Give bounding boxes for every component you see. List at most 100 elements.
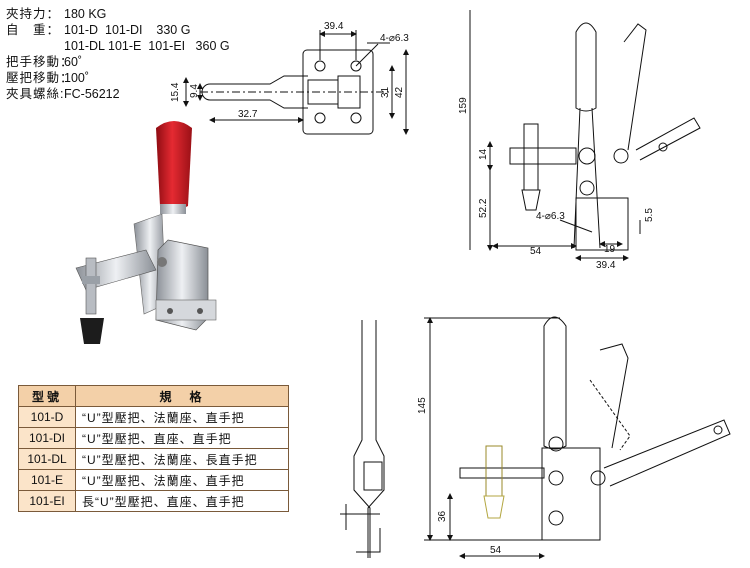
dim-label-holes: 4-⌀6.3: [536, 211, 565, 222]
base-outline: [541, 447, 601, 541]
handle-outline: [575, 22, 597, 112]
handle-outline: [543, 316, 567, 450]
dim-label-42: 42: [394, 86, 405, 98]
tip-outline: [521, 189, 541, 211]
spindle-nut: [82, 276, 100, 284]
flange-base: [155, 299, 217, 321]
model-cell: 101-E: [18, 469, 76, 491]
mount-hole: [197, 308, 203, 314]
spec-value: 101-D 101-DI 330 G: [64, 23, 191, 37]
dim-label-19: 19: [604, 244, 616, 255]
spindle-outline: [523, 123, 539, 191]
model-table: 型號 規 格 101-D“U”型壓把、法蘭座、直手把 101-DI“U”型壓把、…: [18, 385, 289, 512]
dim-label-32-7: 32.7: [238, 109, 258, 120]
dim-label-54: 54: [530, 246, 542, 257]
spec-row: 夾具螺絲:FC-56212: [6, 86, 230, 102]
handle-open-outline: [599, 343, 629, 449]
mount-hole: [167, 308, 173, 314]
handle-collar: [160, 204, 186, 214]
spec-key: 夾持力：: [6, 7, 61, 21]
spec-row: 自 重：101-D 101-DI 330 G: [6, 22, 230, 38]
pivot-circle: [613, 148, 629, 164]
spec-key: 夾具螺絲:: [6, 87, 65, 101]
dim-label-14: 14: [478, 148, 489, 160]
side-view-drawing: [469, 10, 701, 261]
clamp-photo: [75, 121, 217, 344]
top-view-drawing: [183, 30, 409, 135]
rubber-tip: [80, 318, 104, 344]
handle-lever: [573, 107, 601, 249]
table-header-row: 型號 規 格: [18, 385, 289, 407]
dim-label-36: 36: [437, 510, 448, 522]
leader-line: [355, 43, 379, 67]
table-row: 101-DI“U”型壓把、直座、直手把: [18, 427, 289, 449]
handle-open-outline: [603, 419, 731, 487]
dim-label-width: 39.4: [324, 21, 344, 32]
pivot-circle: [548, 510, 564, 526]
pivot-circle: [548, 470, 564, 486]
pivot-circle: [548, 436, 564, 452]
pivot-pin: [157, 257, 167, 267]
spec-cell: “U”型壓把、法蘭座、直手把: [75, 469, 289, 491]
dim-label-15-4: 15.4: [170, 82, 181, 102]
mount-hole: [314, 112, 326, 124]
pivot-circle: [578, 147, 596, 165]
mount-hole: [350, 112, 362, 124]
spec-value: 60˚: [64, 55, 83, 69]
tip-outline: [483, 495, 505, 519]
arm-outline: [509, 147, 577, 165]
arm-outline: [459, 467, 545, 479]
spec-cell: “U”型壓把、直座、直手把: [75, 427, 289, 449]
mount-hole: [314, 60, 326, 72]
side-view-labels: 159 14 52.2 4-⌀6.3 5.5 54 19 39.4: [458, 97, 655, 271]
pivot-circle: [713, 425, 723, 435]
model-cell: 101-DI: [18, 427, 76, 449]
dim-label-145: 145: [417, 397, 428, 414]
spec-value: 180 KG: [64, 7, 107, 21]
spec-cell: “U”型壓把、法蘭座、直手把: [75, 406, 289, 428]
model-cell: 101-EI: [18, 490, 76, 512]
spec-key: 自 重：: [6, 23, 61, 37]
model-cell: 101-D: [18, 406, 76, 428]
spec-cell: 長“U”型壓把、直座、直手把: [75, 490, 289, 512]
spec-row: 101-DL 101-E 101-EI 360 G: [6, 38, 230, 54]
spec-key: 把手移動：: [6, 55, 74, 69]
spec-value: 100˚: [64, 71, 90, 85]
table-row: 101-E“U”型壓把、法蘭座、直手把: [18, 469, 289, 491]
table-row: 101-DL“U”型壓把、法蘭座、長直手把: [18, 448, 289, 470]
spec-value: 101-DL 101-E 101-EI 360 G: [64, 39, 230, 53]
dim-label-52-2: 52.2: [478, 198, 489, 218]
top-view-labels: 39.4 4-⌀6.3 15.4 9.4 31 42 32.7: [170, 21, 409, 120]
dim-label-54: 54: [490, 545, 502, 556]
base-outline: [575, 197, 629, 251]
spec-row: 夾持力：180 KG: [6, 6, 230, 22]
spec-value: FC-56212: [64, 87, 120, 101]
spindle-screw: [85, 257, 97, 315]
dim-label-159: 159: [458, 97, 469, 114]
pivot-circle: [579, 180, 595, 196]
profile-foot: [340, 504, 381, 553]
dim-label-9-4: 9.4: [189, 84, 200, 98]
spindle-outline: [485, 445, 503, 497]
spec-column-header: 規 格: [75, 385, 289, 407]
u-arm-outline: [210, 75, 308, 109]
bottom-view-drawing: [424, 316, 731, 559]
profile-drawing: [340, 320, 385, 558]
leader-line: [559, 219, 593, 233]
bottom-view-labels: 145 36 54: [417, 397, 502, 556]
model-column-header: 型號: [18, 385, 76, 407]
profile-block: [363, 461, 383, 491]
spec-row: 把手移動：60˚: [6, 54, 230, 70]
u-profile-outline: [353, 320, 385, 558]
spec-block: 夾持力：180 KG 自 重：101-D 101-DI 330 G 101-DL…: [6, 6, 230, 102]
table-row: 101-D“U”型壓把、法蘭座、直手把: [18, 406, 289, 428]
red-handle-grip: [156, 121, 192, 210]
hidden-line: [589, 379, 631, 451]
model-cell: 101-DL: [18, 448, 76, 470]
spec-cell: “U”型壓把、法蘭座、長直手把: [75, 448, 289, 470]
pivot-circle: [658, 142, 668, 152]
dim-label-39-4: 39.4: [596, 260, 616, 271]
dim-label-31: 31: [380, 86, 391, 98]
